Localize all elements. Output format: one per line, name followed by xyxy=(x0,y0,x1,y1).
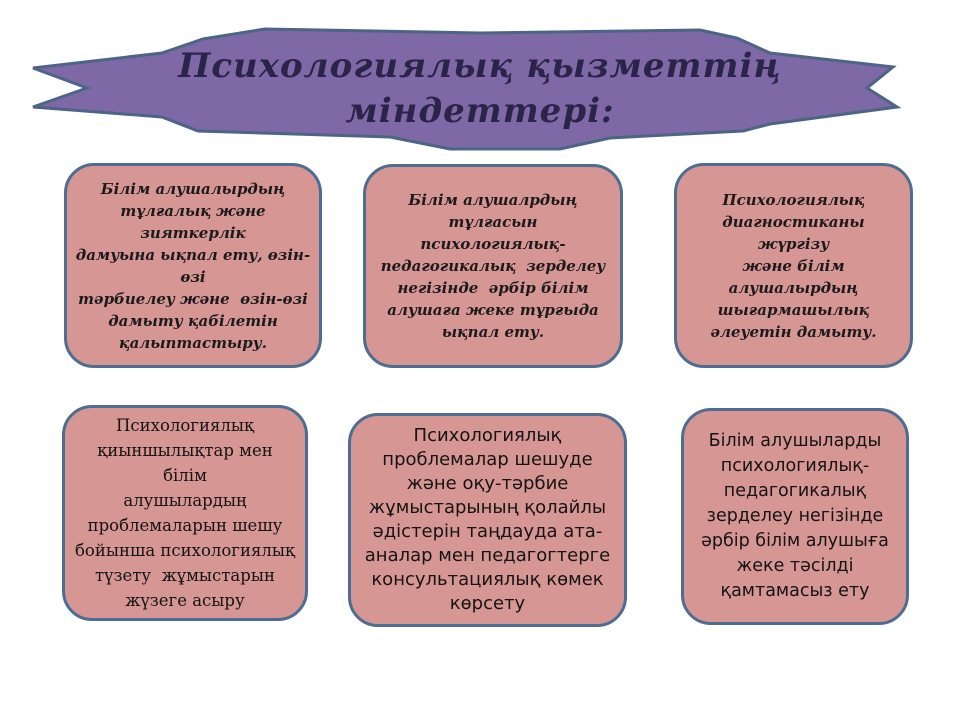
task-box-3: Психологиялық диагностиканы жүргізу және… xyxy=(674,163,913,368)
task-box-4: Психологиялық қиыншылықтар мен білім алу… xyxy=(62,405,308,621)
task-box-5-text: Психологиялық проблемалар шешуде және оқ… xyxy=(364,425,611,614)
task-box-1-text: Білім алушалырдың тұлғалық және зияткерл… xyxy=(75,179,311,352)
task-box-2-text: Білім алушалрдың тұлғасын психологиялық-… xyxy=(380,191,606,341)
task-box-6-text: Білім алушыларды психологиялық- педагоги… xyxy=(701,431,889,601)
task-box-5: Психологиялық проблемалар шешуде және оқ… xyxy=(348,413,627,627)
task-box-3-text: Психологиялық диагностиканы жүргізу және… xyxy=(710,190,877,341)
task-box-6: Білім алушыларды психологиялық- педагоги… xyxy=(681,408,909,625)
task-box-4-text: Психологиялық қиыншылықтар мен білім алу… xyxy=(75,416,295,610)
title-banner-shape xyxy=(32,27,902,151)
banner-explosion-polygon xyxy=(32,27,902,151)
slide-title: Психологиялық қызметтің міндеттері: xyxy=(178,46,782,131)
task-box-1: Білім алушалырдың тұлғалық және зияткерл… xyxy=(64,163,322,368)
task-box-2: Білім алушалрдың тұлғасын психологиялық-… xyxy=(363,164,623,368)
